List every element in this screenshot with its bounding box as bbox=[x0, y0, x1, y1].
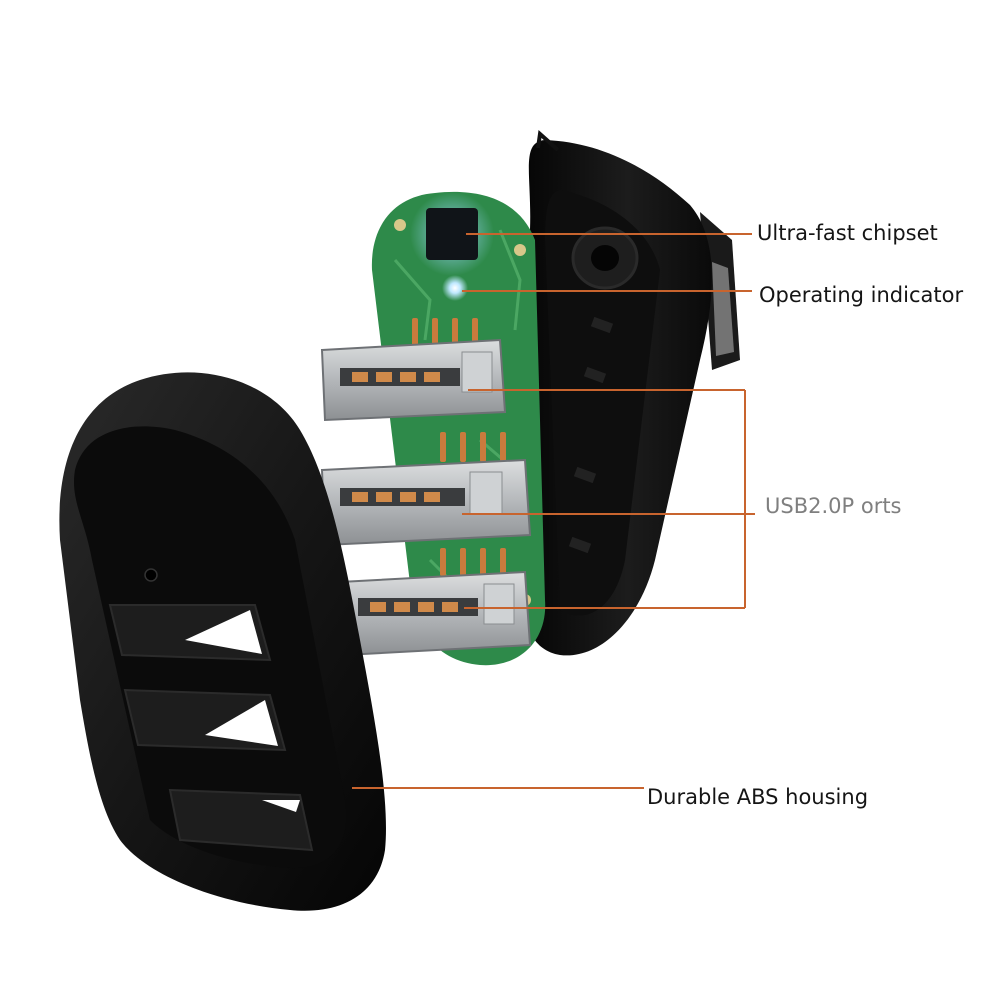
callout-leader-lines bbox=[352, 233, 755, 789]
callout-label-usb-ports: USB2.0P orts bbox=[765, 494, 902, 518]
operating-indicator-led bbox=[442, 275, 468, 301]
usb-port bbox=[320, 338, 507, 422]
callout-label-chipset: Ultra-fast chipset bbox=[757, 221, 938, 245]
back-housing-shell bbox=[523, 130, 740, 656]
front-housing-cover bbox=[59, 372, 386, 911]
circuit-board bbox=[371, 191, 546, 666]
chipset bbox=[410, 192, 494, 276]
usb-port bbox=[338, 570, 532, 657]
callout-label-housing: Durable ABS housing bbox=[647, 785, 869, 809]
callout-label-operating-indicator: Operating indicator bbox=[759, 283, 964, 307]
usb-port bbox=[320, 458, 532, 547]
